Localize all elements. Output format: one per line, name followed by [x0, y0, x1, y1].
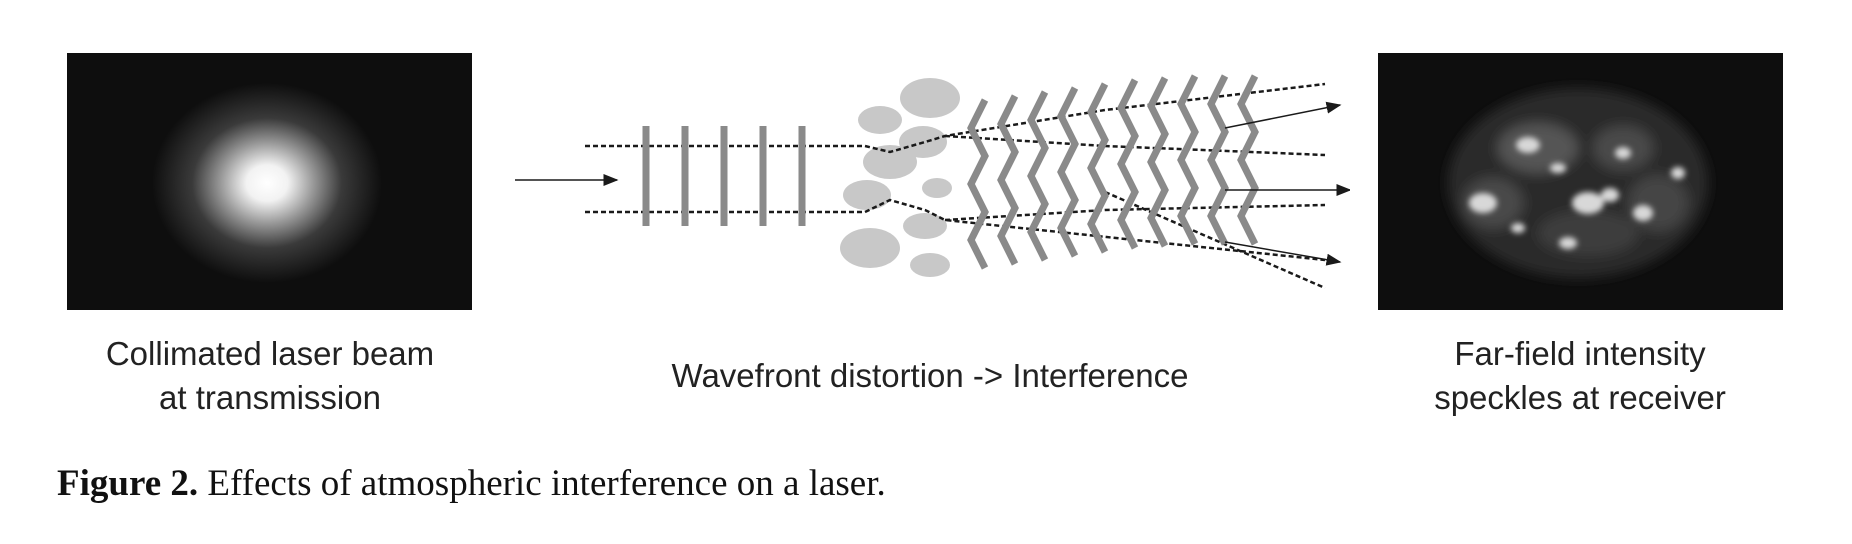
caption-left-line1: Collimated laser beam: [105, 335, 435, 372]
wavefront-distortion-diagram: [515, 74, 1350, 290]
caption-wavefront-distortion: Wavefront distortion -> Interference: [580, 354, 1280, 398]
caption-right-line1: Far-field intensity: [1454, 335, 1706, 372]
outgoing-arrow-bottom: [1224, 241, 1342, 266]
speckle-haze: [1448, 88, 1708, 278]
speckle-graphic: [1378, 53, 1783, 310]
speckle-spots: [1469, 137, 1685, 249]
distorted-wavefronts: [967, 74, 1259, 270]
figure-text: Effects of atmospheric interference on a…: [207, 463, 886, 504]
caption-middle: Wavefront distortion -> Interference: [671, 357, 1189, 394]
atmospheric-turbulence-cells: [840, 78, 960, 277]
figure-label: Figure 2.: [57, 463, 199, 504]
outgoing-arrow-top: [1224, 101, 1342, 129]
gaussian-spot-graphic: [67, 53, 472, 310]
beam-spot: [152, 83, 382, 283]
speckle-pattern-image: [1378, 53, 1783, 310]
caption-collimated-beam: Collimated laser beam at transmission: [40, 332, 500, 420]
planar-wavefronts: [642, 126, 806, 226]
caption-left-line2: at transmission: [159, 379, 381, 416]
collimated-beam-image: [67, 53, 472, 310]
caption-speckles: Far-field intensity speckles at receiver: [1350, 332, 1810, 420]
figure-caption: Figure 2. Effects of atmospheric interfe…: [57, 462, 886, 505]
caption-right-line2: speckles at receiver: [1434, 379, 1726, 416]
